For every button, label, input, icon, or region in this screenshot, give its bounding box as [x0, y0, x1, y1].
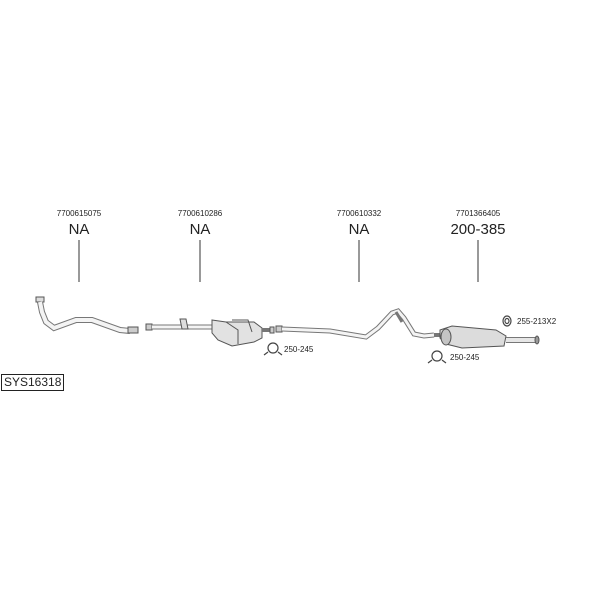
system-code: SYS16318: [1, 374, 65, 391]
clamp-icon[interactable]: [427, 350, 447, 364]
part-ref-center-pipe[interactable]: NA: [348, 221, 370, 238]
rear-silencer[interactable]: [434, 325, 540, 349]
clamp-label-1: 250-245: [284, 345, 314, 354]
center-pipe[interactable]: [275, 308, 435, 340]
part-number-rear-silencer: 7701366405: [455, 209, 501, 218]
front-pipe-end: [127, 326, 139, 334]
part-ref-catalyst[interactable]: NA: [189, 221, 211, 238]
catalyst-inlet: [145, 323, 153, 331]
front-pipe[interactable]: [35, 296, 139, 334]
part-ref-rear-silencer[interactable]: 200-385: [450, 221, 506, 238]
part-number-front-pipe: 7700615075: [56, 209, 102, 218]
part-number-catalyst: 7700610286: [177, 209, 223, 218]
catalyst-body: [211, 319, 263, 347]
part-ref-front-pipe[interactable]: NA: [68, 221, 90, 238]
front-pipe-flange: [35, 296, 45, 303]
front-pipe-inner: [38, 301, 131, 333]
clamp-icon[interactable]: [263, 342, 283, 356]
part-number-center-pipe: 7700610332: [336, 209, 382, 218]
rubber-mount-label: 255-213X2: [517, 317, 557, 326]
rubber-mount-icon[interactable]: [502, 315, 512, 327]
leader-lines: [78, 240, 479, 282]
catalyst[interactable]: [145, 318, 275, 347]
catalyst-bracket: [179, 318, 189, 330]
clamp-label-2: 250-245: [450, 353, 480, 362]
